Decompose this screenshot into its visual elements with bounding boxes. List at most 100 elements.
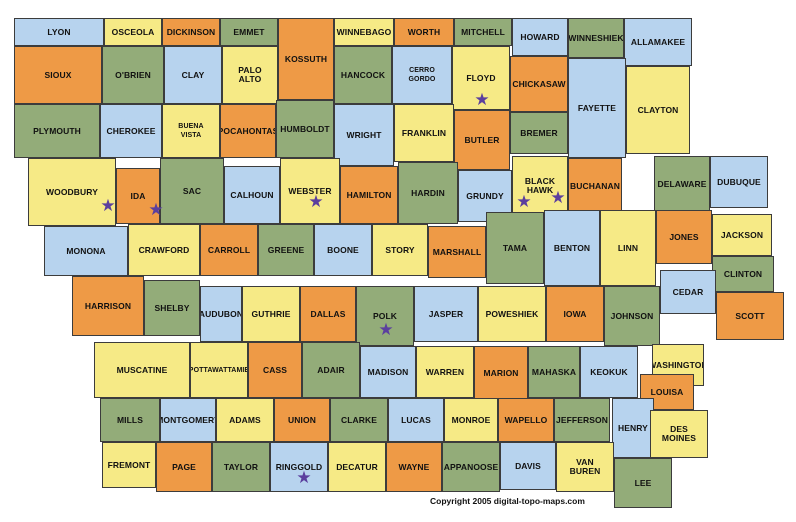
county-lee: LEE [614, 458, 672, 508]
county-floyd: FLOYD [452, 46, 510, 110]
county-taylor: TAYLOR [212, 442, 270, 492]
county-emmet: EMMET [220, 18, 278, 46]
county-henry: HENRY [612, 398, 654, 458]
county-clinton: CLINTON [712, 256, 774, 292]
county-cass: CASS [248, 342, 302, 398]
county-iowa: IOWA [546, 286, 604, 342]
county-fayette: FAYETTE [568, 58, 626, 158]
county-scott: SCOTT [716, 292, 784, 340]
county-van-buren: VAN BUREN [556, 442, 614, 492]
county-jackson: JACKSON [712, 214, 772, 256]
county-dickinson: DICKINSON [162, 18, 220, 46]
county-ringgold: RINGGOLD [270, 442, 328, 492]
county-johnson: JOHNSON [604, 286, 660, 346]
county-clarke: CLARKE [330, 398, 388, 442]
county-guthrie: GUTHRIE [242, 286, 300, 342]
county-chickasaw: CHICKASAW [510, 56, 568, 112]
county-keokuk: KEOKUK [580, 346, 638, 398]
county-shelby: SHELBY [144, 280, 200, 336]
county-cherokee: CHEROKEE [100, 104, 162, 158]
county-winnebago: WINNEBAGO [334, 18, 394, 46]
county-cerro-gordo: CERRO GORDO [392, 46, 452, 104]
county-black-hawk: BLACK HAWK [512, 156, 568, 216]
star-marker-icon: ★ [516, 192, 532, 212]
county-howard: HOWARD [512, 18, 568, 56]
county-marion: MARION [474, 346, 528, 400]
copyright-notice: Copyright 2005 digital-topo-maps.com [430, 496, 585, 506]
county-winneshiek: WINNESHIEK [568, 18, 624, 58]
star-marker-icon: ★ [100, 196, 116, 216]
county-mills: MILLS [100, 398, 160, 442]
county-hancock: HANCOCK [334, 46, 392, 104]
county-lyon: LYON [14, 18, 104, 46]
county-crawford: CRAWFORD [128, 224, 200, 276]
county-pottawattamie: POTTAWATTAMIE [190, 342, 248, 398]
county-des-moines: DES MOINES [650, 410, 708, 458]
county-jones: JONES [656, 210, 712, 264]
county-montgomery: MONTGOMERY [160, 398, 216, 442]
county-sioux: SIOUX [14, 46, 102, 104]
star-marker-icon: ★ [474, 90, 490, 110]
county-buena-vista: BUENA VISTA [162, 104, 220, 158]
county-greene: GREENE [258, 224, 314, 276]
county-webster: WEBSTER [280, 158, 340, 224]
county-warren: WARREN [416, 346, 474, 398]
county-audubon: AUDUBON [200, 286, 242, 342]
county-page: PAGE [156, 442, 212, 492]
county-wright: WRIGHT [334, 104, 394, 166]
county-bremer: BREMER [510, 112, 568, 154]
star-marker-icon: ★ [308, 192, 324, 212]
county-woodbury: WOODBURY [28, 158, 116, 226]
county-harrison: HARRISON [72, 276, 144, 336]
county-ida: IDA [116, 168, 160, 224]
county-polk: POLK [356, 286, 414, 346]
county-monona: MONONA [44, 226, 128, 276]
county-pocahontas: POCAHONTAS [220, 104, 276, 158]
county-clayton: CLAYTON [626, 66, 690, 154]
county-palo-alto: PALO ALTO [222, 46, 278, 104]
county-dubuque: DUBUQUE [710, 156, 768, 208]
county-tama: TAMA [486, 212, 544, 284]
county-wayne: WAYNE [386, 442, 442, 492]
county-decatur: DECATUR [328, 442, 386, 492]
county-clay: CLAY [164, 46, 222, 104]
county-worth: WORTH [394, 18, 454, 46]
county-boone: BOONE [314, 224, 372, 276]
county-fremont: FREMONT [102, 442, 156, 488]
county-adair: ADAIR [302, 342, 360, 398]
county-o-brien: O'BRIEN [102, 46, 164, 104]
county-adams: ADAMS [216, 398, 274, 442]
county-mahaska: MAHASKA [528, 346, 580, 398]
county-linn: LINN [600, 210, 656, 286]
county-sac: SAC [160, 158, 224, 224]
county-monroe: MONROE [444, 398, 498, 442]
county-delaware: DELAWARE [654, 156, 710, 212]
star-marker-icon: ★ [550, 188, 566, 208]
county-benton: BENTON [544, 210, 600, 286]
county-jefferson: JEFFERSON [554, 398, 610, 442]
star-marker-icon: ★ [148, 200, 164, 220]
county-humboldt: HUMBOLDT [276, 100, 334, 158]
county-osceola: OSCEOLA [104, 18, 162, 46]
county-lucas: LUCAS [388, 398, 444, 442]
star-marker-icon: ★ [296, 468, 312, 488]
county-union: UNION [274, 398, 330, 442]
county-appanoose: APPANOOSE [442, 442, 500, 492]
county-hamilton: HAMILTON [340, 166, 398, 224]
county-carroll: CARROLL [200, 224, 258, 276]
county-plymouth: PLYMOUTH [14, 104, 100, 158]
county-dallas: DALLAS [300, 286, 356, 342]
county-marshall: MARSHALL [428, 226, 486, 278]
county-madison: MADISON [360, 346, 416, 398]
county-kossuth: KOSSUTH [278, 18, 334, 100]
county-poweshiek: POWESHIEK [478, 286, 546, 342]
county-muscatine: MUSCATINE [94, 342, 190, 398]
county-jasper: JASPER [414, 286, 478, 342]
county-buchanan: BUCHANAN [568, 158, 622, 214]
county-cedar: CEDAR [660, 270, 716, 314]
county-franklin: FRANKLIN [394, 104, 454, 162]
county-butler: BUTLER [454, 110, 510, 170]
county-hardin: HARDIN [398, 162, 458, 224]
county-wapello: WAPELLO [498, 398, 554, 442]
